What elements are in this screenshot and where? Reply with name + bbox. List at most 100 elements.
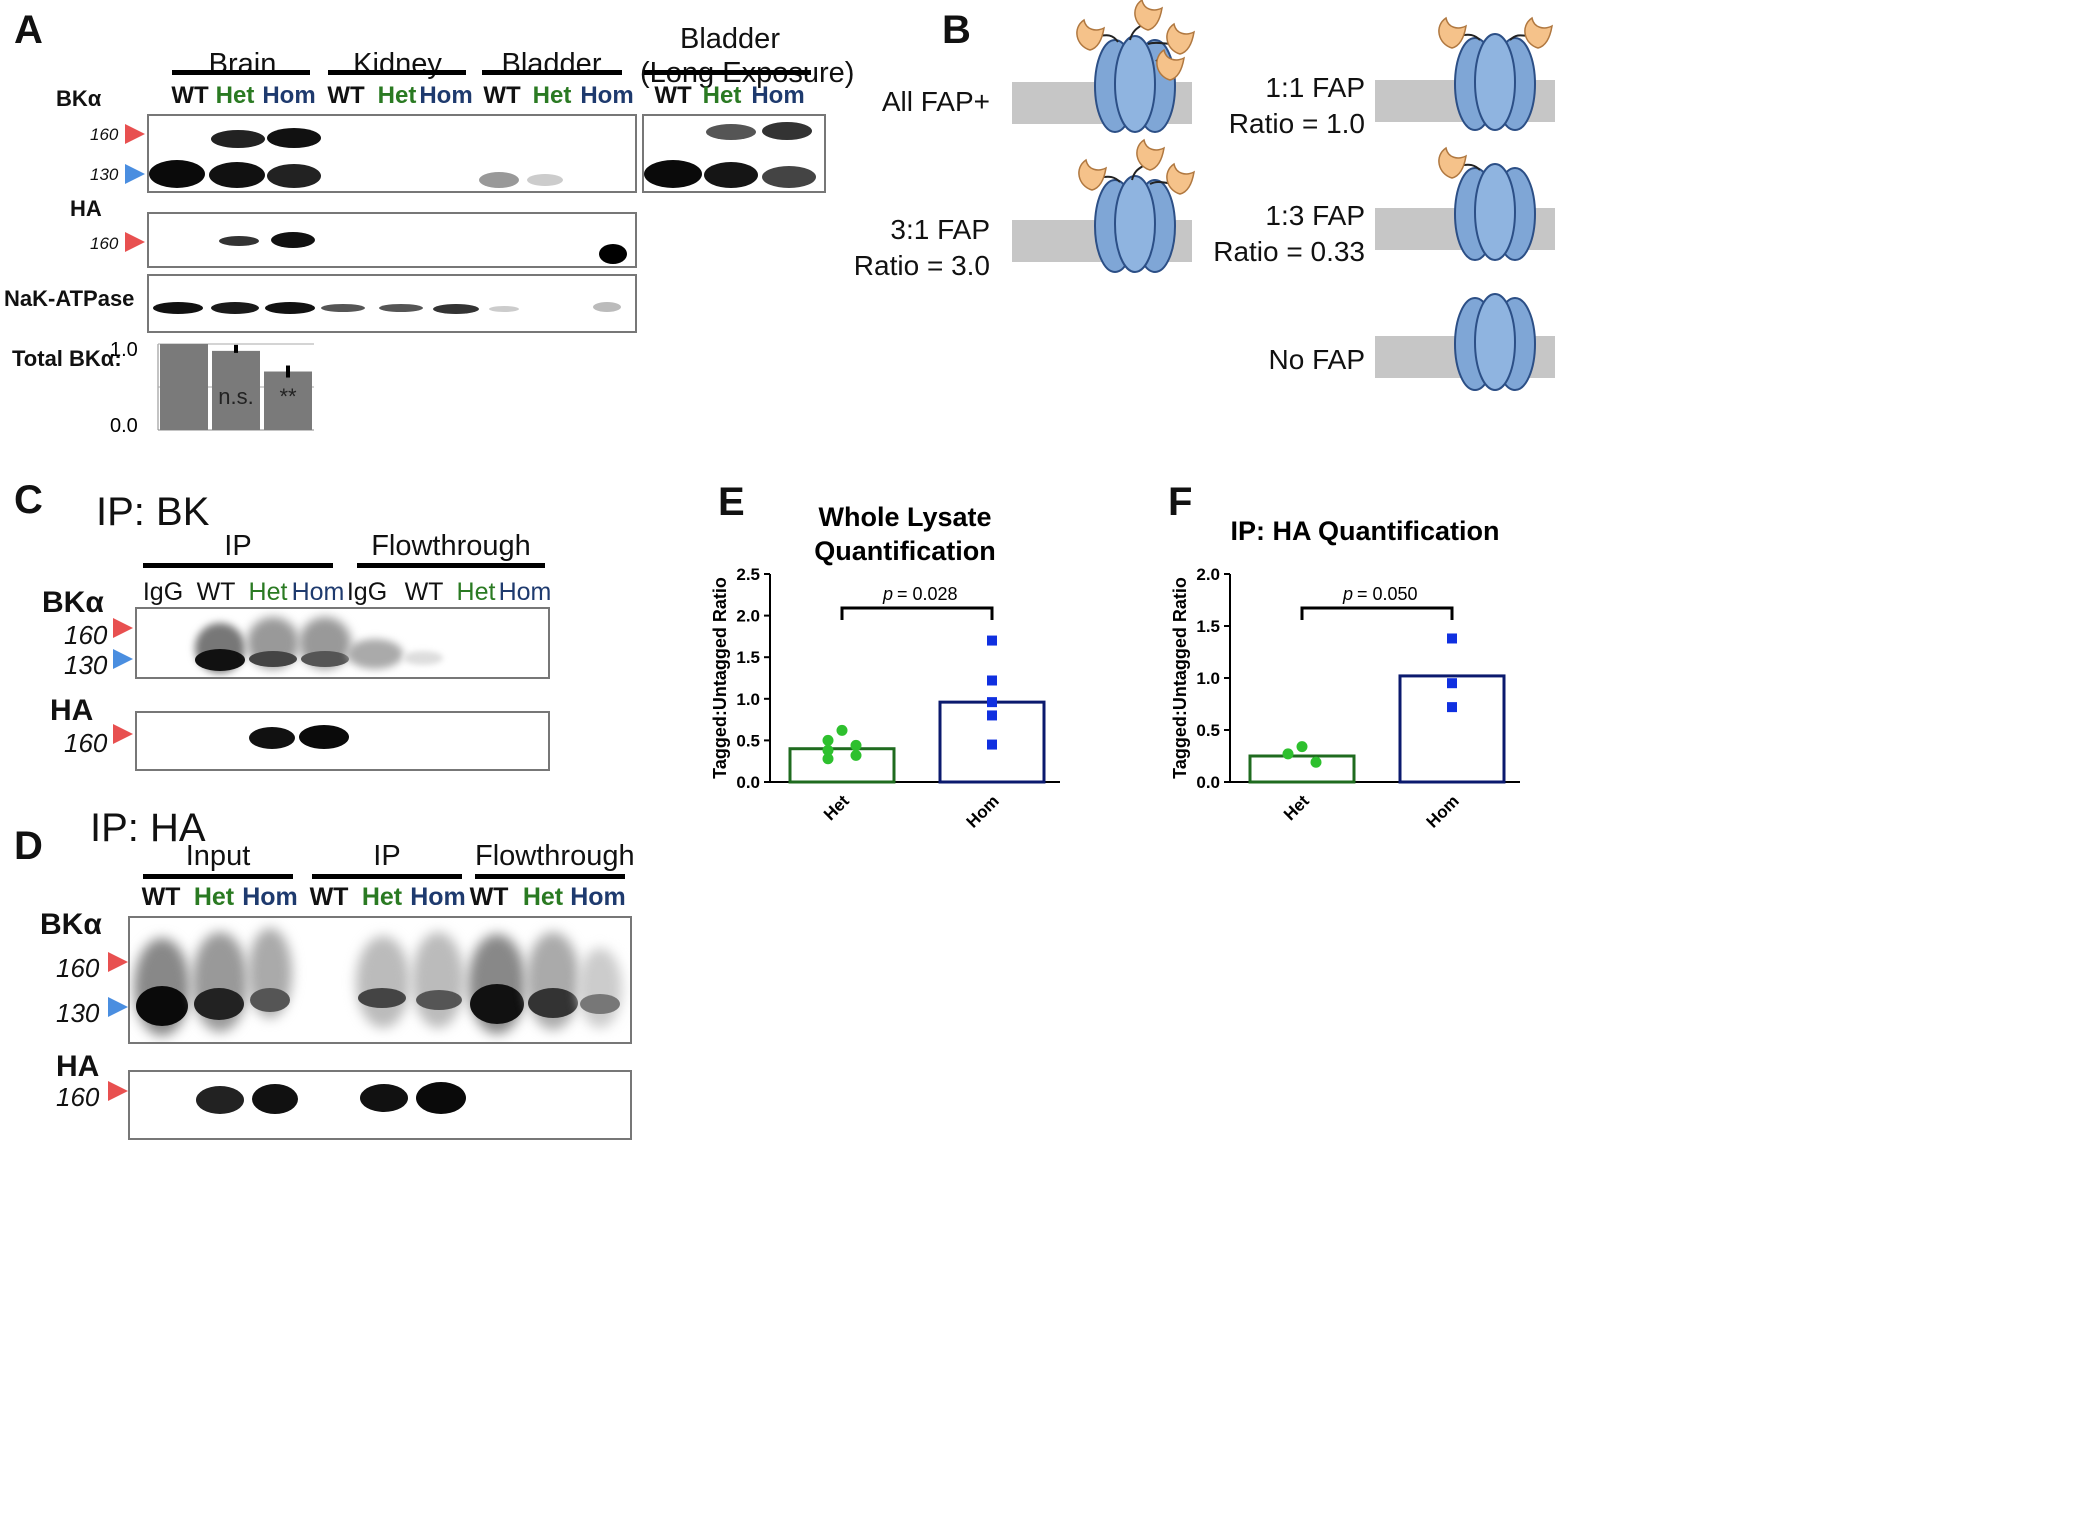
y-tick-label: 1.5 (1196, 617, 1220, 636)
blot-c-bk (135, 607, 550, 679)
data-point (836, 724, 848, 736)
group-bladder-long: Bladder (Long Exposure) (640, 23, 855, 89)
mw-130: 130 (90, 165, 119, 184)
group-kidney-bar (328, 70, 466, 75)
group-brain: Brain (208, 48, 277, 80)
p-symbol: p (882, 584, 893, 604)
total-bk-annotation: n.s. (218, 384, 253, 409)
c-group-ip-bar (143, 563, 333, 568)
lane-label-igg: IgG (346, 578, 388, 606)
mw-160: 160 (90, 125, 119, 144)
channel-icon (1094, 175, 1176, 273)
lane-label-wt: WT (469, 883, 509, 911)
lane-label-het: Het (361, 883, 403, 911)
panel-f-label: F (1168, 480, 1193, 524)
lane-label-wt: WT (654, 82, 692, 109)
d-mw-160: 160 (56, 953, 100, 983)
panel-b-label: B (942, 8, 971, 52)
p-value: = 0.050 (1357, 584, 1418, 604)
b-ratio-3: 3:1 FAP Ratio = 3.0 (853, 214, 990, 281)
bar-het (1248, 754, 1356, 784)
chart-title: IP: HA Quantification (1231, 516, 1500, 546)
x-tick-label: Het (820, 791, 853, 824)
lane-label-wt: WT (196, 578, 236, 606)
data-point (1310, 756, 1322, 768)
significance-bracket (840, 606, 994, 620)
y-tick-label: 2.0 (736, 607, 760, 626)
lane-label-hom: Hom (751, 82, 805, 109)
c-group-ip: IP (224, 530, 252, 562)
lane-label-het: Het (248, 578, 288, 606)
x-tick-label: Het (1280, 791, 1313, 824)
row-bk-label: BKα (56, 86, 102, 111)
d-group-ip-bar (312, 874, 462, 879)
data-point (822, 734, 834, 746)
y-tick-label: 1.5 (736, 648, 760, 667)
total-bk-bar (212, 350, 260, 430)
fap-icon (1076, 19, 1105, 51)
fap-icon (1438, 147, 1467, 179)
data-point (822, 744, 834, 756)
c-group-flow-bar (357, 563, 545, 568)
d-group-ip: IP (373, 840, 401, 872)
lane-label-het: Het (377, 82, 417, 109)
red-arrow-icon (125, 124, 145, 144)
significance-bracket (1300, 606, 1454, 620)
b-ratio-1: 1:1 FAP Ratio = 1.0 (1228, 72, 1365, 139)
group-kidney: Kidney (353, 48, 442, 80)
blot-a-ha (147, 212, 637, 268)
data-point (1447, 702, 1457, 713)
fap-icon (1134, 0, 1163, 31)
fap-icon (1438, 17, 1467, 49)
panel-c-label: C (14, 478, 43, 522)
lane-label-wt: WT (483, 82, 521, 109)
y-axis-label: Tagged:Untagged Ratio (710, 577, 730, 779)
fap-icon (1136, 139, 1165, 171)
y-tick-label: 1.0 (736, 690, 760, 709)
panel-d-title: IP: HA (90, 806, 206, 850)
blot-d-ha (128, 1070, 632, 1140)
blue-arrow-icon (108, 997, 128, 1017)
d-row-bk: BKα (40, 908, 102, 941)
y-tick-label: 0.5 (736, 731, 760, 750)
data-point (987, 675, 997, 686)
blot-a-bladder-long (642, 114, 826, 193)
lane-label-hom: Hom (498, 578, 552, 606)
y-tick-label: 2.5 (736, 565, 760, 584)
group-brain-bar (172, 70, 310, 75)
chart-ip-ha: IP: HA Quantification0.00.51.01.52.0Tagg… (1170, 516, 1520, 832)
mw-160-ha: 160 (90, 234, 119, 253)
data-point (850, 739, 862, 751)
d-mw-130: 130 (56, 998, 100, 1028)
y-tick-label: 0.0 (736, 773, 760, 792)
lane-label-hom: Hom (262, 82, 316, 109)
y-axis-label: Tagged:Untagged Ratio (1170, 577, 1190, 779)
lane-label-het: Het (532, 82, 572, 109)
group-bladder-bar (482, 70, 622, 75)
d-group-input-bar (143, 874, 293, 879)
row-nak-label: NaK-ATPase (4, 286, 135, 311)
data-point (987, 697, 997, 708)
total-ymin: 0.0 (110, 415, 138, 437)
lane-label-hom: Hom (291, 578, 345, 606)
fap-icon (1166, 23, 1195, 55)
lane-label-wt: WT (404, 578, 444, 606)
blue-arrow-icon (113, 649, 133, 669)
total-bk-bar-chart: 1.0 0.0 n.s.** (110, 339, 314, 437)
data-point (1447, 678, 1457, 689)
c-group-flow: Flowthrough (371, 530, 531, 562)
data-point (850, 749, 862, 761)
lane-label-het: Het (193, 883, 235, 911)
channel-icon (1454, 293, 1536, 391)
channel-icon (1454, 33, 1536, 131)
c-row-ha: HA (50, 694, 94, 727)
panel-a-label: A (14, 8, 43, 52)
group-bladder-long-bar (644, 70, 811, 75)
bar-hom (1398, 674, 1506, 784)
bar-het (788, 747, 896, 784)
panel-c-title: IP: BK (96, 490, 210, 534)
red-arrow-icon (108, 952, 128, 972)
lane-label-hom: Hom (570, 883, 626, 911)
data-point (987, 710, 997, 721)
total-bk-bar (160, 344, 208, 430)
